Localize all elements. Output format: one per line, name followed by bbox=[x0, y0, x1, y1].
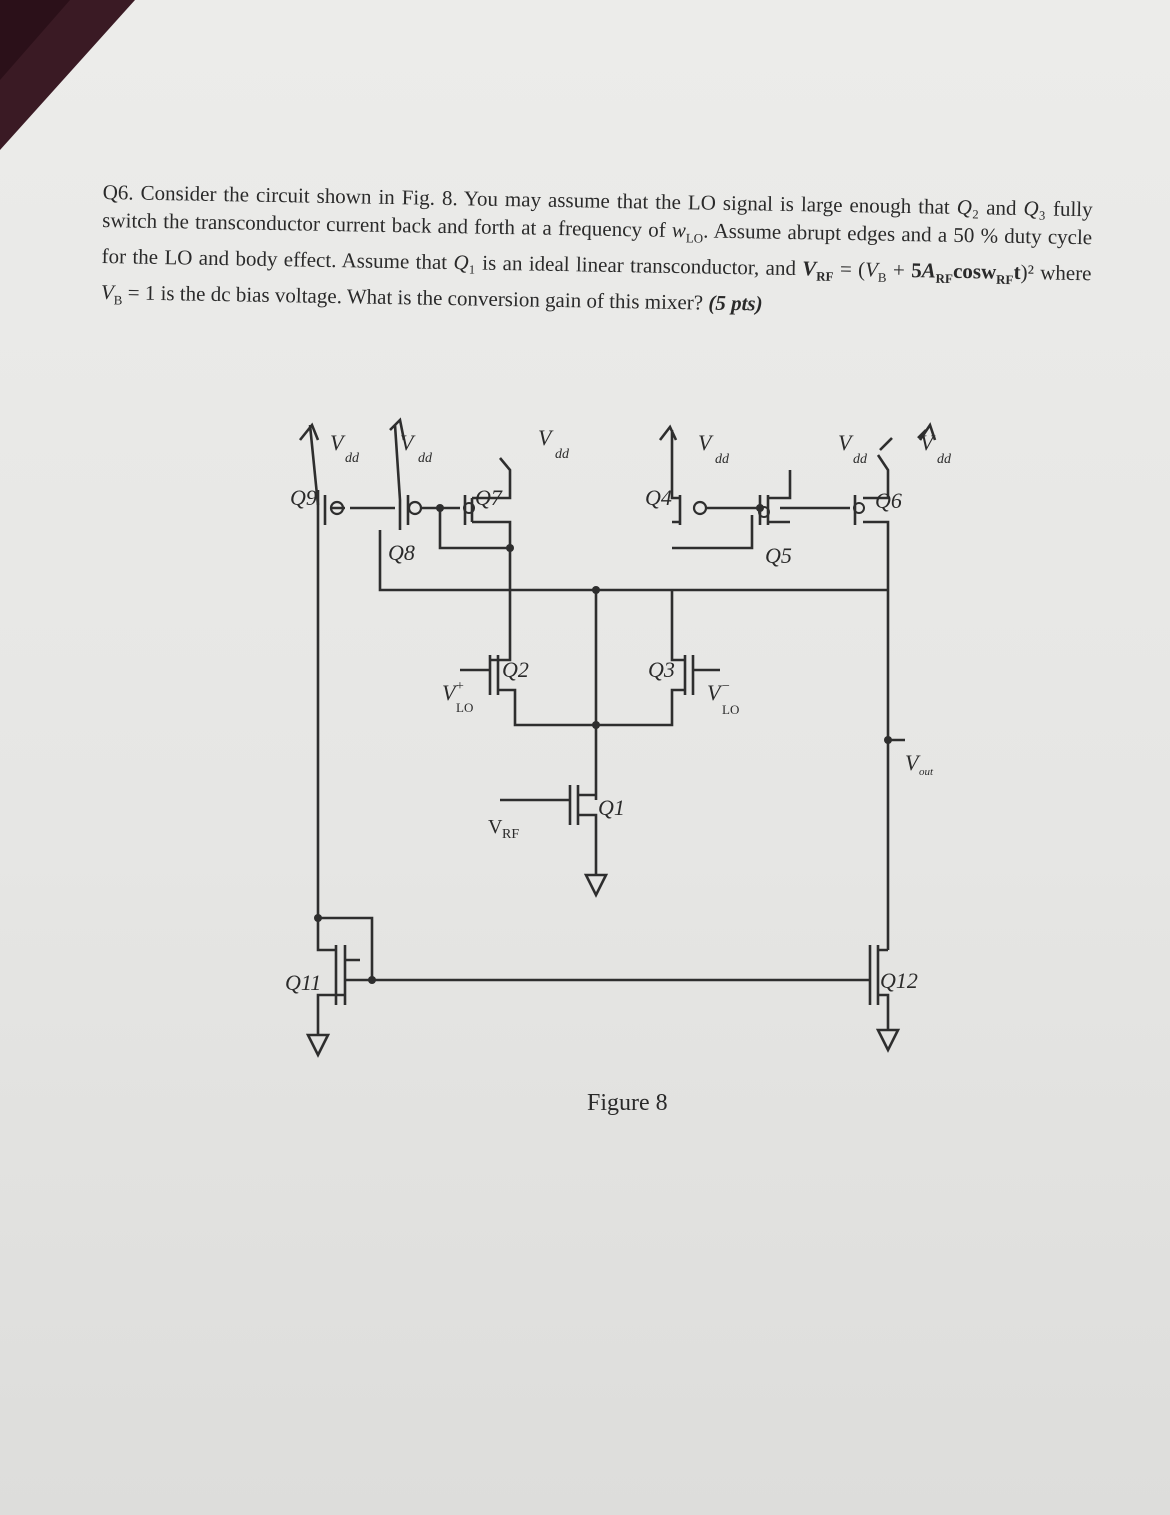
vdd-label-2: V bbox=[400, 430, 416, 455]
label-q7: Q7 bbox=[475, 485, 503, 510]
vout-label: V bbox=[905, 750, 921, 775]
vdd-label-3: V bbox=[538, 425, 554, 450]
vrf-label: V bbox=[488, 816, 503, 838]
circuit-wires bbox=[298, 417, 937, 1058]
vdd-sub-4: dd bbox=[715, 452, 730, 467]
label-q11: Q11 bbox=[285, 970, 321, 995]
label-q12: Q12 bbox=[880, 968, 918, 993]
vdd-sub-3: dd bbox=[555, 447, 570, 462]
vdd-labels: V dd V dd V dd V dd V dd V dd bbox=[330, 425, 952, 467]
vlo-minus-sub: LO bbox=[722, 702, 739, 717]
vrf-sub: RF bbox=[502, 827, 519, 842]
vlo-minus-sup: − bbox=[722, 679, 730, 694]
label-q8: Q8 bbox=[388, 540, 415, 565]
label-q1: Q1 bbox=[598, 795, 625, 820]
label-q5: Q5 bbox=[765, 543, 792, 568]
vlo-plus-sub: LO bbox=[456, 700, 473, 715]
vout-sub: out bbox=[919, 766, 934, 778]
vlo-plus-label: V bbox=[442, 680, 458, 705]
vdd-sub-1: dd bbox=[345, 451, 360, 466]
label-q3: Q3 bbox=[648, 657, 675, 682]
vdd-label-4: V bbox=[698, 430, 714, 455]
transistor-labels: Q9 Q8 Q7 Q4 Q5 Q6 Q2 Q3 Q1 Q11 Q12 bbox=[285, 485, 918, 995]
vdd-sub-2: dd bbox=[418, 451, 433, 466]
label-q4: Q4 bbox=[645, 485, 672, 510]
signal-labels: V + LO V − LO V RF V out bbox=[442, 679, 934, 842]
vlo-minus-label: V bbox=[707, 680, 723, 705]
vlo-plus-sup: + bbox=[456, 679, 464, 694]
label-q2: Q2 bbox=[502, 657, 529, 682]
vdd-label-5: V bbox=[838, 430, 854, 455]
label-q6: Q6 bbox=[875, 488, 902, 513]
label-q9: Q9 bbox=[290, 485, 317, 510]
vdd-sub-6: dd bbox=[937, 452, 952, 467]
vdd-label-1: V bbox=[330, 430, 346, 455]
vdd-label-6: V bbox=[920, 430, 936, 455]
figure-caption: Figure 8 bbox=[587, 1090, 668, 1116]
vdd-sub-5: dd bbox=[853, 452, 868, 467]
